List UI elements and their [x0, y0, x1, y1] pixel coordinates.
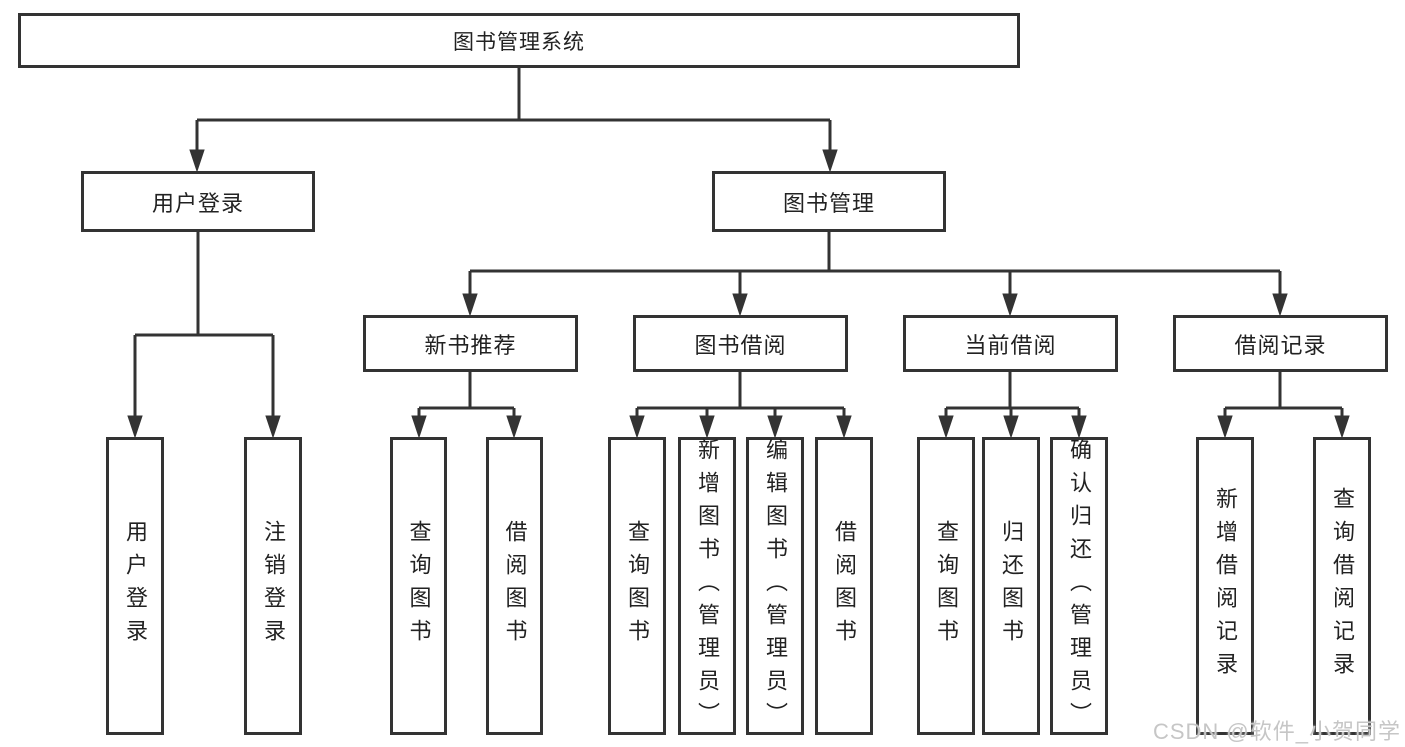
node-new-book-recommend: 新书推荐	[363, 315, 578, 372]
leaf-label: 借阅图书	[502, 520, 528, 652]
leaf-label: 查询借阅记录	[1330, 487, 1355, 685]
arrowhead	[1003, 415, 1019, 439]
leaf-query-borrow-record: 查询借阅记录	[1313, 437, 1371, 735]
leaf-user-login: 用户登录	[106, 437, 164, 735]
leaf-label: 查询图书	[406, 520, 432, 652]
leaf-borrow-books-borrowing: 借阅图书	[815, 437, 873, 735]
connector-path	[133, 68, 1344, 418]
leaf-borrow-books-recommend: 借阅图书	[486, 437, 543, 735]
arrowhead	[1217, 415, 1233, 439]
csdn-watermark: CSDN @软件_小贺同学	[1152, 719, 1401, 744]
arrowhead	[265, 415, 281, 439]
arrowhead	[127, 415, 143, 439]
leaf-label: 归还图书	[999, 520, 1024, 652]
leaf-query-books-current: 查询图书	[917, 437, 975, 735]
node-user-login: 用户登录	[81, 171, 315, 232]
leaf-query-books-borrowing: 查询图书	[608, 437, 666, 735]
arrowhead	[732, 293, 748, 317]
leaf-label: 新增借阅记录	[1213, 487, 1238, 685]
node-current-borrowing: 当前借阅	[903, 315, 1118, 372]
arrowhead	[462, 293, 478, 317]
arrowhead	[822, 149, 838, 173]
leaf-edit-book-admin: 编辑图书（管理员）	[746, 437, 804, 735]
arrowhead	[1334, 415, 1350, 439]
arrowhead	[836, 415, 852, 439]
leaf-logout: 注销登录	[244, 437, 302, 735]
arrowhead	[767, 415, 783, 439]
arrowhead	[189, 149, 205, 173]
arrowhead	[1272, 293, 1288, 317]
node-borrowing-records: 借阅记录	[1173, 315, 1388, 372]
leaf-label: 查询图书	[934, 520, 959, 652]
leaf-query-books-recommend: 查询图书	[390, 437, 447, 735]
leaf-label: 注销登录	[261, 520, 286, 652]
leaf-label: 编辑图书（管理员）	[763, 437, 788, 735]
leaf-confirm-return-admin: 确认归还（管理员）	[1050, 437, 1108, 735]
node-library-management-system: 图书管理系统	[18, 13, 1020, 68]
arrowhead	[938, 415, 954, 439]
arrowhead	[411, 415, 427, 439]
leaf-add-borrow-record: 新增借阅记录	[1196, 437, 1254, 735]
arrowhead	[699, 415, 715, 439]
leaf-label: 新增图书（管理员）	[695, 437, 720, 735]
leaf-label: 用户登录	[123, 520, 148, 652]
arrowhead	[1002, 293, 1018, 317]
leaf-label: 确认归还（管理员）	[1067, 437, 1092, 735]
node-book-management: 图书管理	[712, 171, 946, 232]
leaf-add-book-admin: 新增图书（管理员）	[678, 437, 736, 735]
arrowhead	[1071, 415, 1087, 439]
leaf-label: 查询图书	[625, 520, 650, 652]
leaf-label: 借阅图书	[832, 520, 857, 652]
arrowhead	[506, 415, 522, 439]
arrowhead	[629, 415, 645, 439]
node-book-borrowing: 图书借阅	[633, 315, 848, 372]
leaf-return-book: 归还图书	[982, 437, 1040, 735]
